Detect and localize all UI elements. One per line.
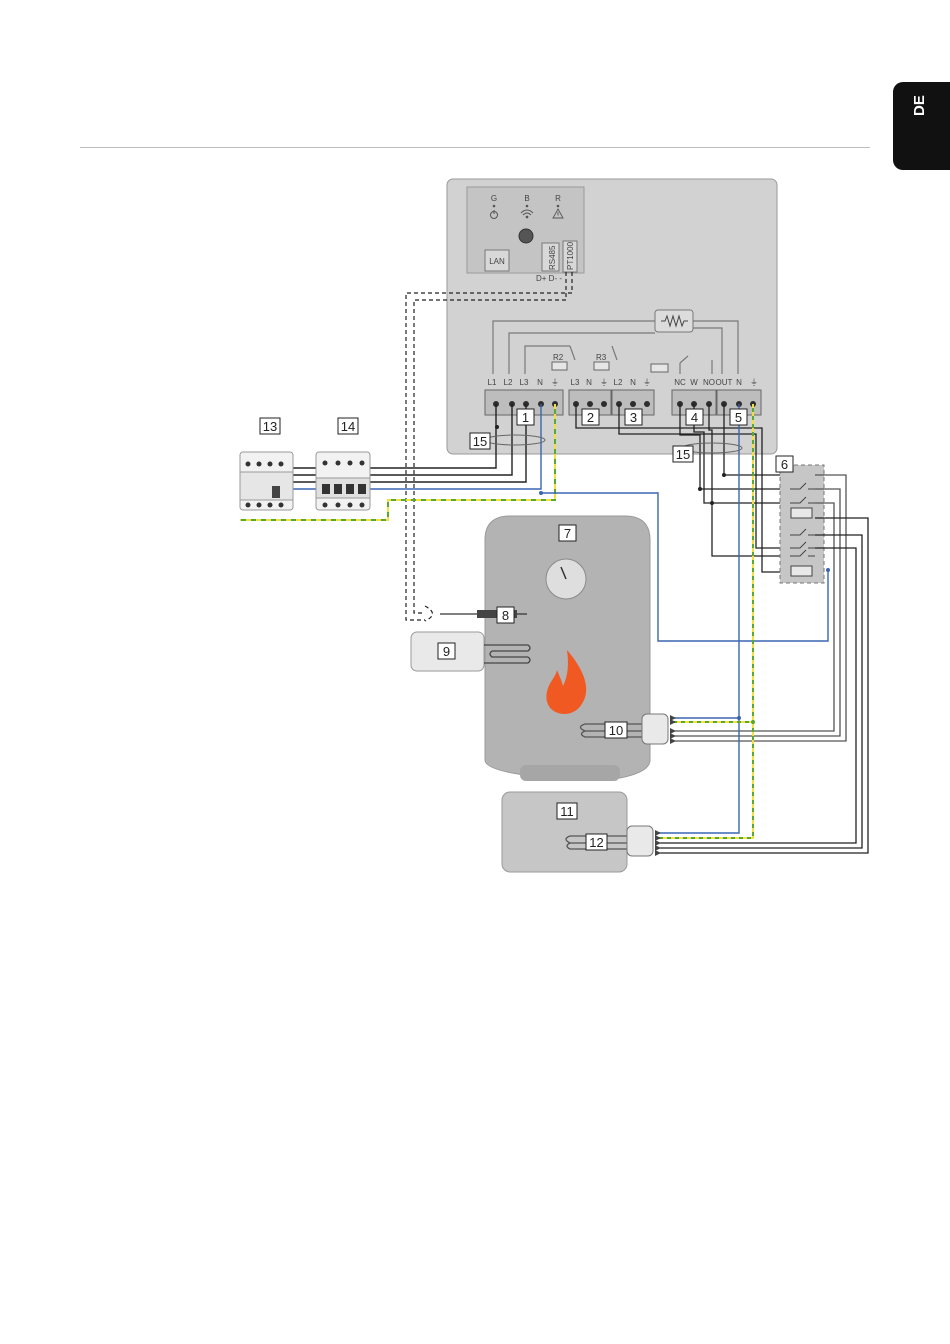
t5-pe: ⏚	[750, 378, 758, 387]
t3-pe: ⏚	[643, 378, 651, 387]
thermometer-gauge-icon	[546, 559, 586, 599]
callout-2: 2	[582, 409, 599, 425]
svg-text:7: 7	[564, 526, 571, 541]
mcb-breaker-14	[316, 452, 370, 510]
rcd-breaker-13	[240, 452, 293, 510]
svg-text:15: 15	[676, 447, 690, 462]
pt1000-port: PT1000	[563, 241, 577, 272]
t2-pe: ⏚	[600, 378, 608, 387]
svg-text:13: 13	[263, 419, 277, 434]
rs485-pins: D+ D- -	[536, 274, 562, 283]
hot-water-tank-7	[485, 516, 650, 781]
t5-n: N	[736, 378, 742, 387]
t1-n: N	[537, 378, 543, 387]
heater-neutral-wire	[656, 404, 739, 833]
svg-text:10: 10	[609, 723, 623, 738]
svg-text:1: 1	[522, 410, 529, 425]
callout-15a: 15	[470, 433, 490, 449]
t4-no: NO	[703, 378, 715, 387]
svg-text:4: 4	[691, 410, 698, 425]
heating-resistor	[655, 310, 693, 332]
callout-13: 13	[260, 418, 280, 434]
lan-port: LAN	[485, 250, 509, 271]
callout-9: 9	[438, 643, 455, 659]
relay-r2-label: R2	[553, 353, 564, 362]
callout-5: 5	[730, 409, 747, 425]
svg-text:5: 5	[735, 410, 742, 425]
led-b-letter: B	[524, 194, 529, 203]
t1-l1: L1	[488, 378, 497, 387]
svg-text:2: 2	[587, 410, 594, 425]
t5-out: OUT	[716, 378, 733, 387]
rs485-label: RS485	[548, 245, 557, 270]
svg-text:12: 12	[589, 835, 603, 850]
t3-n: N	[630, 378, 636, 387]
svg-text:15: 15	[473, 434, 487, 449]
t4-nc: NC	[674, 378, 686, 387]
callout-1: 1	[517, 409, 534, 425]
svg-text:6: 6	[781, 457, 788, 472]
led-r-letter: R	[555, 194, 561, 203]
callout-3: 3	[625, 409, 642, 425]
t1-l3: L3	[520, 378, 529, 387]
svg-text:8: 8	[502, 608, 509, 623]
relay-w	[651, 364, 668, 372]
callout-4: 4	[686, 409, 703, 425]
callout-14: 14	[338, 418, 358, 434]
callout-11: 11	[557, 803, 577, 819]
callout-8: 8	[497, 607, 514, 623]
t1-l2: L2	[504, 378, 513, 387]
callout-6: 6	[776, 456, 793, 472]
t2-n: N	[586, 378, 592, 387]
callout-12: 12	[586, 834, 607, 850]
pt1000-label: PT1000	[566, 241, 575, 270]
svg-text:9: 9	[443, 644, 450, 659]
t2-l3: L3	[571, 378, 580, 387]
callout-10: 10	[605, 722, 627, 738]
led-g-letter: G	[491, 194, 497, 203]
callout-15b: 15	[673, 446, 693, 462]
relay-module-6	[780, 465, 824, 583]
relay-r3-label: R3	[596, 353, 607, 362]
t1-pe: ⏚	[551, 378, 559, 387]
t4-w: W	[690, 378, 698, 387]
t3-l2: L2	[614, 378, 623, 387]
svg-text:11: 11	[560, 804, 574, 819]
device-button[interactable]	[519, 229, 533, 243]
callout-7: 7	[559, 525, 576, 541]
svg-text:14: 14	[341, 419, 355, 434]
lan-label: LAN	[489, 257, 505, 266]
svg-text:3: 3	[630, 410, 637, 425]
